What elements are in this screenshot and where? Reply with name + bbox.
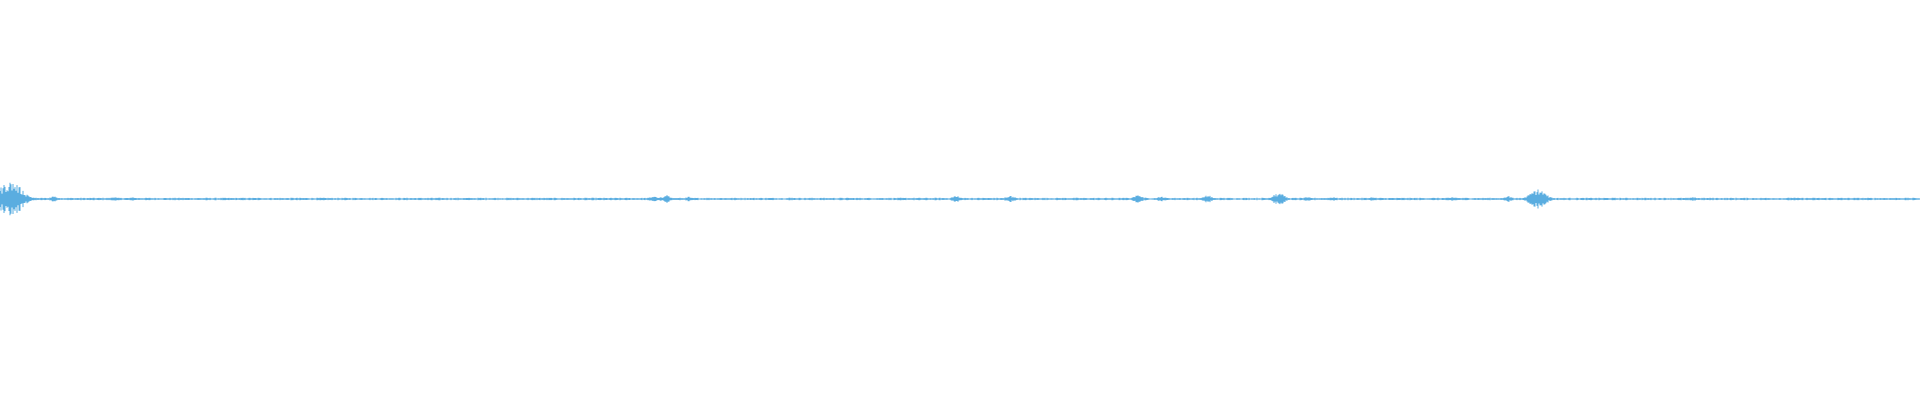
waveform-trace	[0, 182, 1920, 216]
